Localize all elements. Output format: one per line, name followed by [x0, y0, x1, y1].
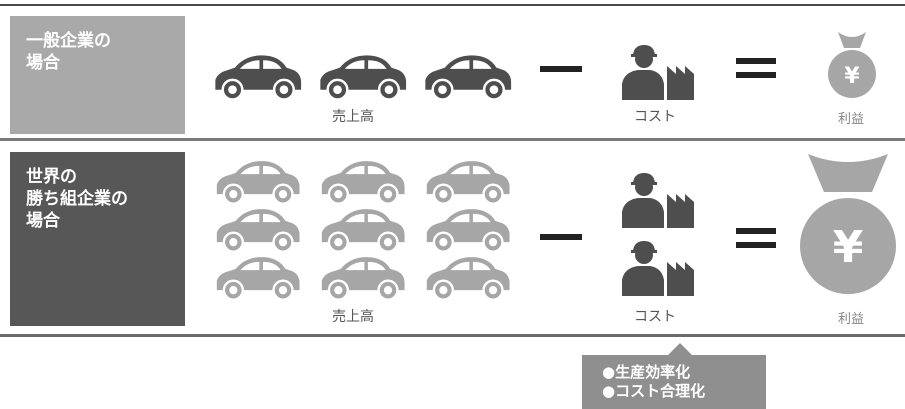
factory-worker-icon [622, 241, 694, 296]
factory-worker-icon [622, 173, 694, 228]
cost-label: コスト [634, 109, 676, 125]
car-icon [425, 207, 511, 253]
car-icon [215, 207, 301, 253]
cost-reduction-callout: ●生産効率化 ●コスト合理化 [582, 355, 766, 409]
cost-label: コスト [634, 309, 676, 325]
revenue-label: 売上高 [332, 309, 374, 325]
general-company-row: 一般企業の 場合 売上高 コスト ¥ 利益 [0, 10, 905, 136]
equals-sign [736, 228, 776, 256]
minus-sign [540, 66, 582, 72]
car-icon [319, 54, 408, 100]
yen-symbol: ¥ [833, 222, 864, 273]
car-icon [215, 159, 301, 205]
callout-pointer [668, 343, 692, 355]
minus-sign [540, 234, 582, 240]
car-icon-group [215, 159, 511, 301]
profit-label: 利益 [838, 112, 865, 127]
car-icon [320, 207, 406, 253]
row-label: 一般企業の 場合 [10, 16, 185, 134]
car-icon [320, 159, 406, 205]
money-bag-icon: ¥ [800, 154, 896, 294]
factory-worker-icon [622, 45, 694, 100]
row-label-line-2: 場合 [26, 53, 60, 73]
bottom-rule [0, 334, 905, 337]
callout-line-1: ●生産効率化 [602, 363, 691, 381]
row-divider [0, 138, 905, 141]
top-rule [0, 4, 905, 6]
car-icon [424, 54, 513, 100]
car-icon-group [214, 54, 513, 100]
callout-line-2: ●コスト合理化 [602, 382, 706, 400]
profit-label: 利益 [838, 312, 865, 327]
yen-symbol: ¥ [844, 64, 860, 89]
equals-sign [736, 58, 776, 86]
car-icon [320, 255, 406, 301]
car-icon [214, 54, 303, 100]
row-label-line-1: 一般企業の [26, 31, 111, 51]
row-label-line-2: 勝ち組企業の [26, 189, 128, 209]
row-label: 世界の 勝ち組企業の 場合 [10, 152, 185, 326]
row-label-line-1: 世界の [26, 167, 77, 187]
money-bag-icon: ¥ [828, 32, 876, 98]
row-label-line-3: 場合 [26, 211, 60, 231]
car-icon [425, 159, 511, 205]
factory-worker-icon-group [622, 173, 694, 296]
car-icon [215, 255, 301, 301]
winning-company-row: 世界の 勝ち組企業の 場合 売上高 コスト ¥ 利益 [0, 146, 905, 332]
revenue-label: 売上高 [332, 109, 374, 125]
car-icon [425, 255, 511, 301]
